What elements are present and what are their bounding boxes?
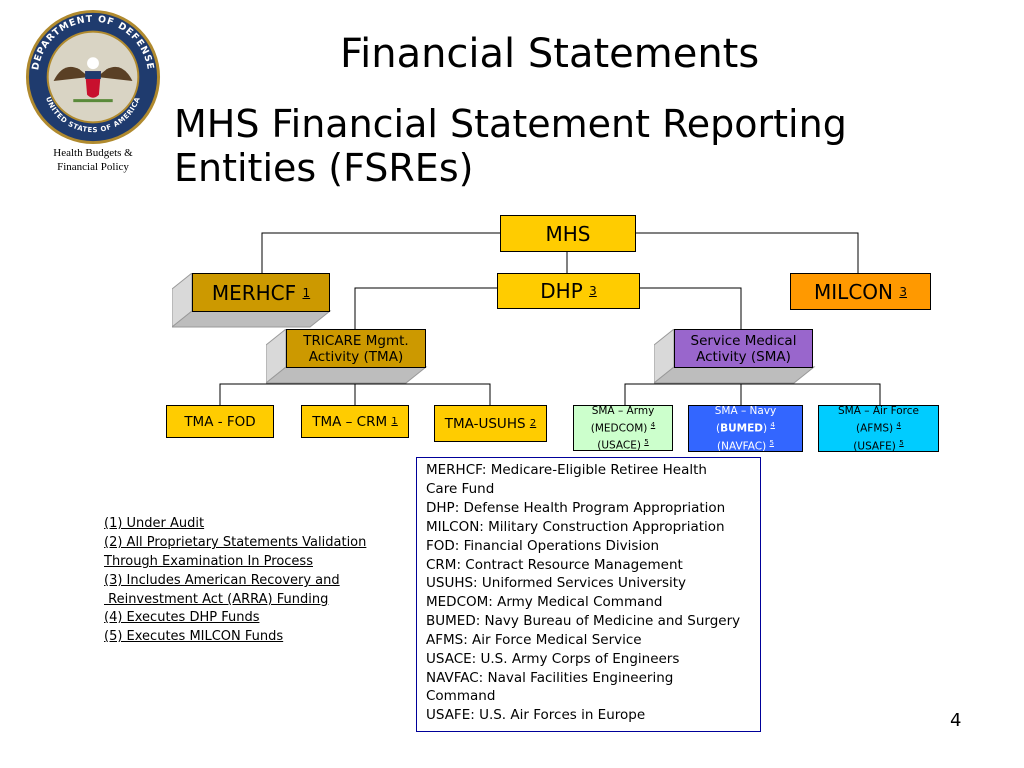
sma-af-line3: (USAFE)	[853, 440, 896, 452]
abbr-line-7: USUHS: Uniformed Services University	[426, 575, 687, 591]
merhcf-node: MERHCF 1	[192, 273, 330, 312]
sma-navy-note2: 4	[770, 421, 775, 429]
sma-army-note3: 5	[644, 438, 649, 446]
footnote-5: (5) Executes MILCON Funds	[104, 629, 284, 644]
tma-crm-note: 1	[391, 416, 398, 427]
sma-af-line2: (AFMS)	[856, 422, 894, 435]
dhp-note: 3	[589, 284, 597, 298]
sma-af-line1: SMA – Air Force	[838, 405, 919, 417]
footnotes: (1) Under Audit (2) All Proprietary Stat…	[104, 516, 404, 656]
merhcf-label: MERHCF	[211, 280, 297, 305]
dhp-node: DHP 3	[497, 273, 640, 309]
tma-usuhs-node: TMA-USUHS 2	[434, 405, 547, 442]
sma-af-note3: 5	[899, 438, 904, 447]
seal-caption-line2: Financial Policy	[57, 161, 129, 173]
tma-usuhs-note: 2	[529, 418, 537, 429]
abbr-line-6: CRM: Contract Resource Management	[426, 557, 683, 573]
abbreviations-box: MERHCF: Medicare-Eligible Retiree Health…	[416, 457, 761, 732]
seal-caption: Health Budgets & Financial Policy	[20, 146, 166, 174]
abbr-line-1: MERHCF: Medicare-Eligible Retiree Health	[426, 462, 707, 478]
milcon-node: MILCON 3	[790, 273, 931, 310]
sma-line2: Activity (SMA)	[696, 348, 791, 365]
sma-node: Service Medical Activity (SMA)	[674, 329, 813, 368]
sma-af-node: SMA – Air Force (AFMS) 4 (USAFE) 5	[818, 405, 939, 452]
abbr-line-11: USACE: U.S. Army Corps of Engineers	[426, 651, 680, 667]
page-subtitle-line1: MHS Financial Statement Reporting	[174, 102, 847, 146]
sma-army-line1: SMA – Army	[591, 404, 655, 417]
mhs-label: MHS	[545, 221, 591, 246]
footnote-2b: Through Examination In Process	[104, 554, 313, 569]
tma-fod-node: TMA - FOD	[166, 405, 274, 438]
footnote-3a: (3) Includes American Recovery and	[104, 573, 340, 588]
sma-army-note2: 4	[650, 420, 656, 429]
abbr-line-9: BUMED: Navy Bureau of Medicine and Surge…	[426, 613, 741, 629]
milcon-label: MILCON	[814, 279, 893, 304]
page-subtitle-line2: Entities (FSREs)	[174, 146, 474, 190]
merhcf-bevel	[172, 273, 332, 328]
sma-navy-line2-post: )	[763, 422, 768, 435]
sma-army-line3: (USACE)	[597, 439, 641, 452]
seal-caption-line1: Health Budgets &	[53, 147, 133, 159]
tma-crm-node: TMA – CRM 1	[301, 405, 409, 438]
tma-line1: TRICARE Mgmt.	[303, 332, 409, 349]
sma-line1: Service Medical	[690, 332, 797, 349]
footnote-2a: (2) All Proprietary Statements Validatio…	[104, 535, 367, 550]
sma-army-line2: (MEDCOM)	[590, 422, 648, 434]
tma-fod-label: TMA - FOD	[184, 413, 256, 430]
milcon-note: 3	[899, 284, 907, 299]
abbr-line-8: MEDCOM: Army Medical Command	[426, 594, 663, 610]
tma-usuhs-label: TMA-USUHS	[444, 415, 526, 432]
tma-bevel	[266, 329, 428, 384]
dhp-label: DHP	[540, 279, 583, 303]
footnote-1: (1) Under Audit	[104, 516, 205, 531]
abbr-line-10: AFMS: Air Force Medical Service	[426, 632, 642, 648]
merhcf-note: 1	[302, 285, 311, 300]
sma-navy-line2-pre: (	[716, 422, 721, 435]
sma-army-node: SMA – Army (MEDCOM) 4 (USACE) 5	[573, 404, 673, 452]
abbr-line-12: NAVFAC: Naval Facilities Engineering	[426, 670, 674, 686]
page-title: Financial Statements	[340, 31, 760, 77]
page-number: 4	[950, 710, 962, 731]
mhs-node: MHS	[500, 215, 636, 252]
abbr-line-14: USAFE: U.S. Air Forces in Europe	[426, 707, 646, 723]
abbr-line-13: Command	[426, 688, 496, 704]
sma-navy-bumed: BUMED	[720, 422, 764, 435]
abbr-line-5: FOD: Financial Operations Division	[426, 538, 660, 554]
sma-navy-line1: SMA – Navy	[714, 405, 777, 417]
dod-seal-logo: DEPARTMENT OF DEFENSE UNITED STATES OF A…	[25, 9, 161, 145]
sma-navy-note3: 5	[769, 438, 774, 447]
tma-line2: Activity (TMA)	[308, 348, 404, 365]
abbr-line-2: Care Fund	[426, 481, 495, 497]
abbr-line-4: MILCON: Military Construction Appropriat…	[426, 519, 725, 535]
page-subtitle: MHS Financial Statement Reporting Entiti…	[174, 102, 847, 190]
tma-node: TRICARE Mgmt. Activity (TMA)	[286, 329, 426, 368]
sma-bevel	[654, 329, 816, 384]
footnote-4: (4) Executes DHP Funds	[104, 610, 260, 625]
abbr-line-3: DHP: Defense Health Program Appropriatio…	[426, 500, 726, 516]
sma-af-note2: 4	[896, 421, 901, 429]
sma-navy-node: SMA – Navy (BUMED) 4 (NAVFAC) 5	[688, 405, 803, 452]
footnote-3b: Reinvestment Act (ARRA) Funding	[104, 592, 329, 607]
tma-crm-label: TMA – CRM	[312, 413, 388, 430]
sma-navy-line3: (NAVFAC)	[717, 440, 767, 452]
